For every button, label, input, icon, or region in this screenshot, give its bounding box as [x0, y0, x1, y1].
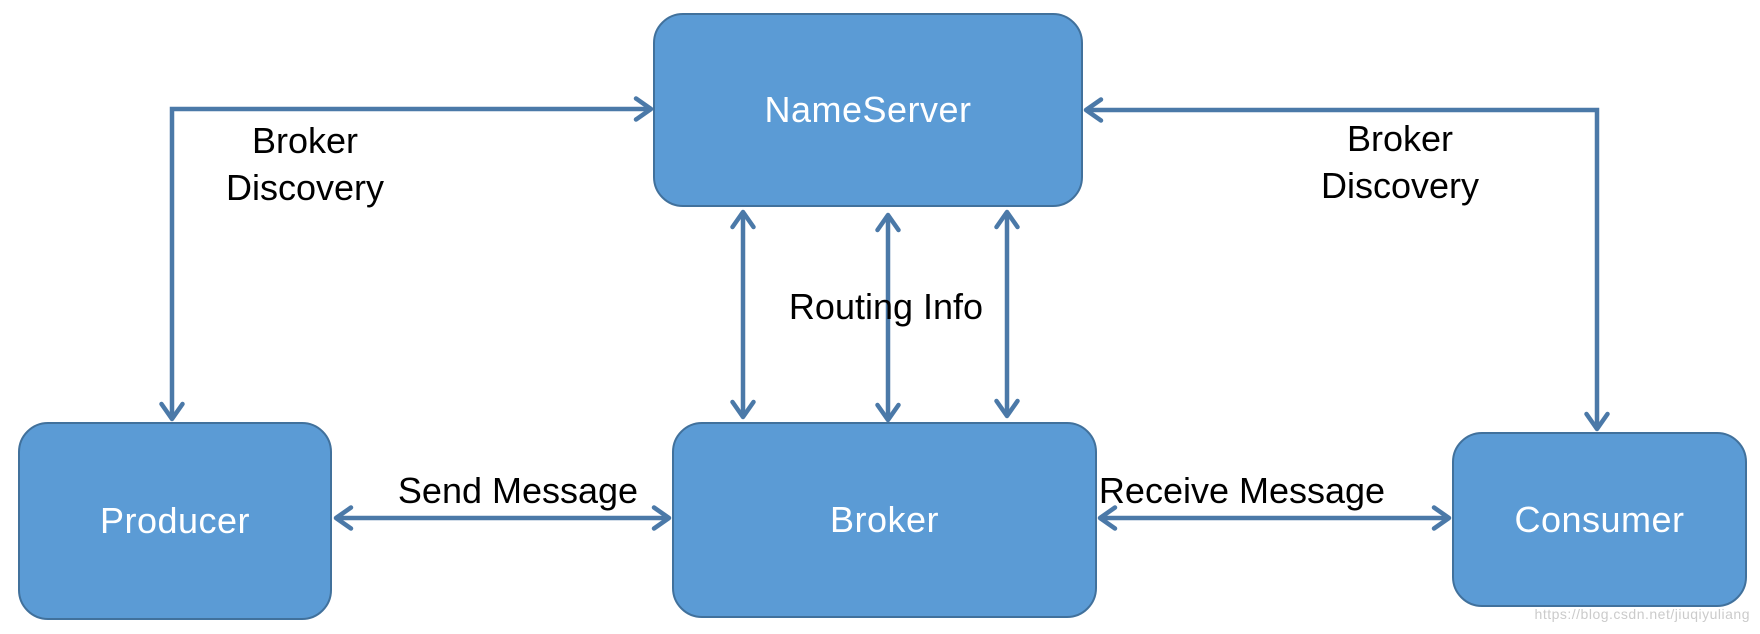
node-consumer: Consumer [1452, 432, 1747, 607]
edge-producer-nameserver [159, 96, 654, 422]
node-producer: Producer [18, 422, 332, 620]
watermark-url: https://blog.csdn.net/jiuqiyuliang [1534, 606, 1750, 622]
node-broker-label: Broker [829, 499, 940, 540]
node-nameserver: NameServer [653, 13, 1083, 207]
node-consumer-label: Consumer [1514, 498, 1685, 540]
edge-label-broker-discovery-right: Broker Discovery [1320, 118, 1480, 206]
edge-label-receive-message: Receive Message [1098, 470, 1386, 511]
edge-consumer-nameserver [1083, 97, 1610, 432]
node-producer-label: Producer [99, 500, 251, 541]
node-broker: Broker [672, 422, 1097, 618]
edge-label-routing-info: Routing Info [788, 286, 984, 327]
node-nameserver-label: NameServer [764, 89, 972, 130]
edge-label-send-message: Send Message [397, 470, 639, 511]
edge-label-broker-discovery-left: Broker Discovery [225, 120, 385, 208]
